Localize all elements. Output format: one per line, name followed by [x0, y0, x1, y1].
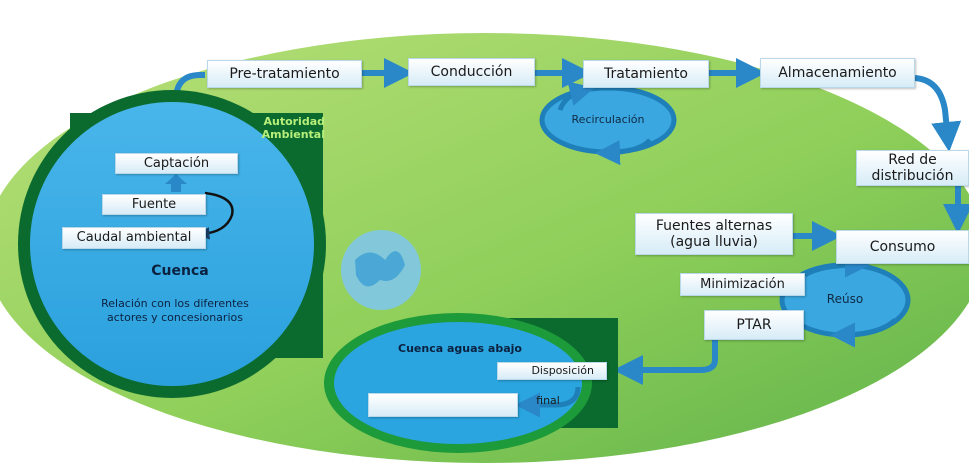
autoridad-ambiental-label: Autoridad Ambiental — [235, 115, 325, 141]
autoridad-line2: Ambiental — [261, 128, 325, 141]
reuso-arrow — [830, 318, 897, 348]
flow-arrow — [914, 75, 962, 152]
fuentes-alternas-line1: Fuentes alternas — [655, 218, 773, 234]
pretratamiento-box: Pre-tratamiento — [207, 60, 362, 88]
red-distribucion-line2: distribución — [871, 168, 954, 184]
flow-arrow — [613, 340, 718, 385]
recirculacion-label: Recirculación — [571, 113, 645, 126]
globe-icon-detail — [355, 251, 405, 287]
conduccion-box: Conducción — [408, 58, 535, 86]
recirculacion-arrow — [595, 138, 652, 166]
fuentes-alternas-box: Fuentes alternas (agua lluvia) — [635, 213, 793, 255]
disposicion-target-box — [368, 393, 518, 417]
consumo-box: Consumo — [836, 230, 969, 264]
almacenamiento-box: Almacenamiento — [760, 58, 915, 88]
captacion-box: Captación — [115, 153, 238, 174]
red-distribucion-box: Red de distribución — [856, 150, 969, 186]
recirculacion-arrow — [557, 81, 595, 111]
disposicion-final-box: Disposición — [497, 362, 607, 380]
fuente-box: Fuente — [102, 194, 206, 215]
cuenca-note-line2: actores y concesionarios — [107, 311, 243, 324]
autoridad-line1: Autoridad — [263, 115, 325, 128]
tratamiento-box: Tratamiento — [583, 60, 709, 88]
fuentes-alternas-line2: (agua lluvia) — [670, 234, 758, 250]
captacion-arrow-up — [165, 174, 187, 192]
cuenca-note-line1: Relación con los diferentes — [101, 297, 249, 310]
ptar-box: PTAR — [704, 310, 804, 340]
red-distribucion-line1: Red de — [888, 152, 937, 168]
disposicion-arrow — [515, 386, 581, 418]
cuenca-title: Cuenca — [151, 263, 209, 279]
cuenca-abajo-ellipse — [334, 322, 582, 444]
minimizacion-box: Minimización — [680, 273, 805, 296]
fuente-loop-arrow — [197, 191, 234, 240]
cuenca-note: Relación con los diferentes actores y co… — [70, 297, 280, 325]
caudal-ambiental-box: Caudal ambiental — [62, 227, 206, 249]
reuso-arrow — [803, 252, 870, 278]
disposicion-final-line2: final — [536, 394, 560, 407]
cuenca-abajo-title: Cuenca aguas abajo — [398, 342, 522, 355]
reuso-label: Reúso — [826, 292, 864, 306]
